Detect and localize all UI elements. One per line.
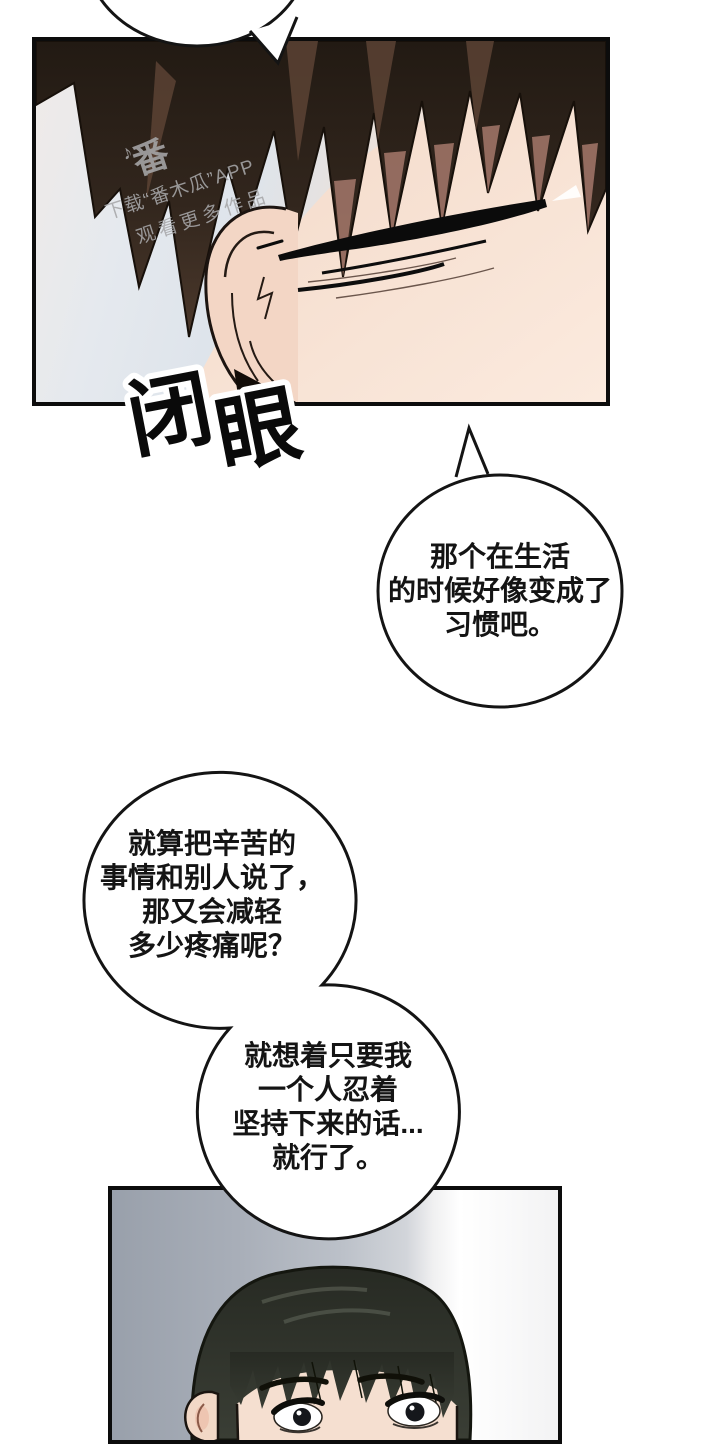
bubble2-text: 就算把辛苦的 事情和别人说了， 那又会减轻 多少疼痛呢？ [92,812,332,977]
bubble1-text: 那个在生活 的时候好像变成了 习惯吧。 [388,508,612,674]
ear [204,205,298,402]
bubble2-text-content: 就算把辛苦的 事情和别人说了， 那又会减轻 多少疼痛呢？ [99,827,324,961]
panel2-illustration [183,1265,473,1440]
left-eye [271,1397,325,1434]
speech-bubble-top [99,0,299,66]
ear [183,1390,220,1440]
speech-bubble-1 [376,423,624,709]
bubble1-text-content: 那个在生活 的时候好像变成了 习惯吧。 [388,541,613,640]
bubble1-tail [454,423,490,478]
bubble3-text: 就想着只要我 一个人忍着 坚持下来的话... 就行了。 [203,1025,453,1189]
hair-shine [261,1286,391,1324]
sfx-text: 闭 眼 [120,344,309,500]
closed-eye [256,185,581,299]
panel-1 [32,37,610,406]
bubble-top-tail [248,16,299,66]
hair-highlight-strands [334,125,598,277]
bubble3-text-content: 就想着只要我 一个人忍着 坚持下来的话... 就行了。 [232,1040,424,1173]
right-eye [385,1391,445,1429]
ear-shadow [234,369,296,402]
hair-mid-strands [146,41,494,201]
panel1-illustration [36,41,606,402]
eyebrows [259,1373,425,1391]
speech-bubble-2-3 [82,770,461,1241]
